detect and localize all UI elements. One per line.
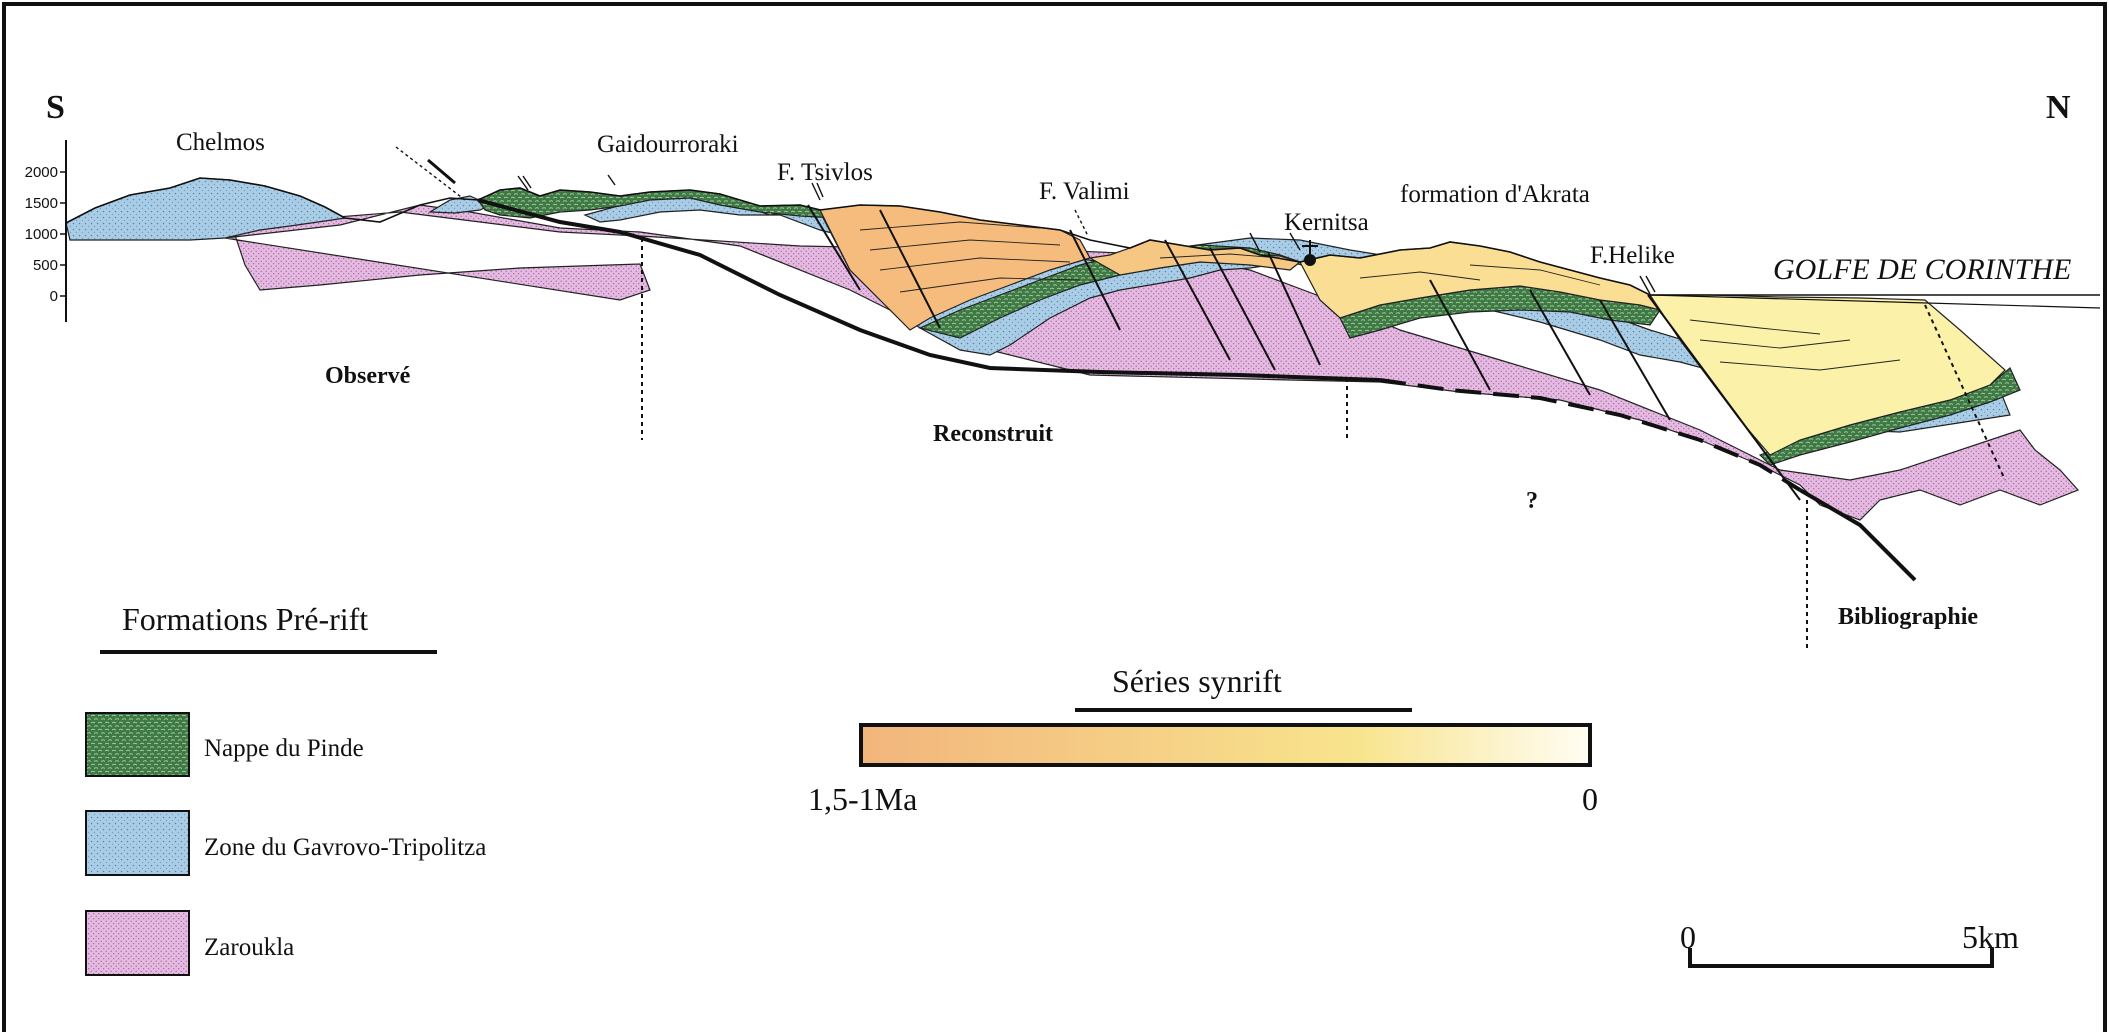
kernitsa-marker <box>1304 254 1316 266</box>
legend-prerift: Formations Pré-rift Nappe du Pinde Zone … <box>85 601 486 976</box>
elev-tick-2000: 2000 <box>25 164 58 181</box>
legend-label-pinde: Nappe du Pinde <box>204 735 364 762</box>
scale-end: 5km <box>1962 919 2019 955</box>
elev-tick-500: 500 <box>33 257 58 274</box>
detachment-inferred <box>1379 378 1802 492</box>
legend-title: Formations Pré-rift <box>122 601 368 637</box>
label-helike: F.Helike <box>1590 242 1675 269</box>
normal-faults <box>807 204 1801 501</box>
label-tsivlos: F. Tsivlos <box>777 159 873 186</box>
synrift-title: Séries synrift <box>1112 663 1282 699</box>
label-kernitsa: Kernitsa <box>1284 209 1369 236</box>
label-valimi: F. Valimi <box>1039 178 1130 205</box>
elevation-axis: 2000 1500 1000 500 0 <box>25 140 67 322</box>
legend-label-gavrovo: Zone du Gavrovo-Tripolitza <box>204 834 486 861</box>
label-bibliographie: Bibliographie <box>1838 604 1978 630</box>
synrift-gradient-bar <box>859 723 1592 767</box>
synrift-age-end: 0 <box>1582 781 1598 817</box>
scale-start: 0 <box>1680 919 1696 955</box>
synrift-age-start: 1,5-1Ma <box>808 781 917 817</box>
elev-tick-0: 0 <box>50 288 58 305</box>
helike-deep-fault <box>1798 488 1917 582</box>
elev-tick-1500: 1500 <box>25 195 58 212</box>
label-golfe: GOLFE DE CORINTHE <box>1773 253 2071 286</box>
label-gaidourroraki: Gaidourroraki <box>597 131 739 158</box>
label-observe: Observé <box>325 363 411 389</box>
label-chelmos: Chelmos <box>176 129 265 156</box>
section-boundaries <box>641 238 2006 650</box>
legend-swatch-gavrovo <box>85 810 190 876</box>
detachment-fault <box>477 198 1381 382</box>
fault-slip-arrows <box>395 146 1656 295</box>
scale-bar: 0 5km <box>1680 919 2019 968</box>
label-akrata: formation d'Akrata <box>1400 181 1590 208</box>
north-label: N <box>2046 89 2071 126</box>
label-reconstruit: Reconstruit <box>933 421 1053 447</box>
elev-tick-1000: 1000 <box>25 226 58 243</box>
label-question: ? <box>1526 488 1538 514</box>
gulf-surface <box>1649 294 2101 309</box>
synrift-bedding <box>859 221 1901 371</box>
legend-swatch-pinde <box>85 712 190 777</box>
legend-label-zaroukla: Zaroukla <box>204 934 294 961</box>
kernitsa-cross-icon <box>1302 240 1318 254</box>
legend-swatch-zaroukla <box>85 910 190 976</box>
south-label: S <box>46 89 65 126</box>
topographic-surface <box>65 177 2100 296</box>
chelmos-massif <box>65 177 347 241</box>
legend-synrift: Séries synrift 1,5-1Ma 0 <box>808 663 1598 817</box>
cross-section-body <box>65 146 2101 650</box>
